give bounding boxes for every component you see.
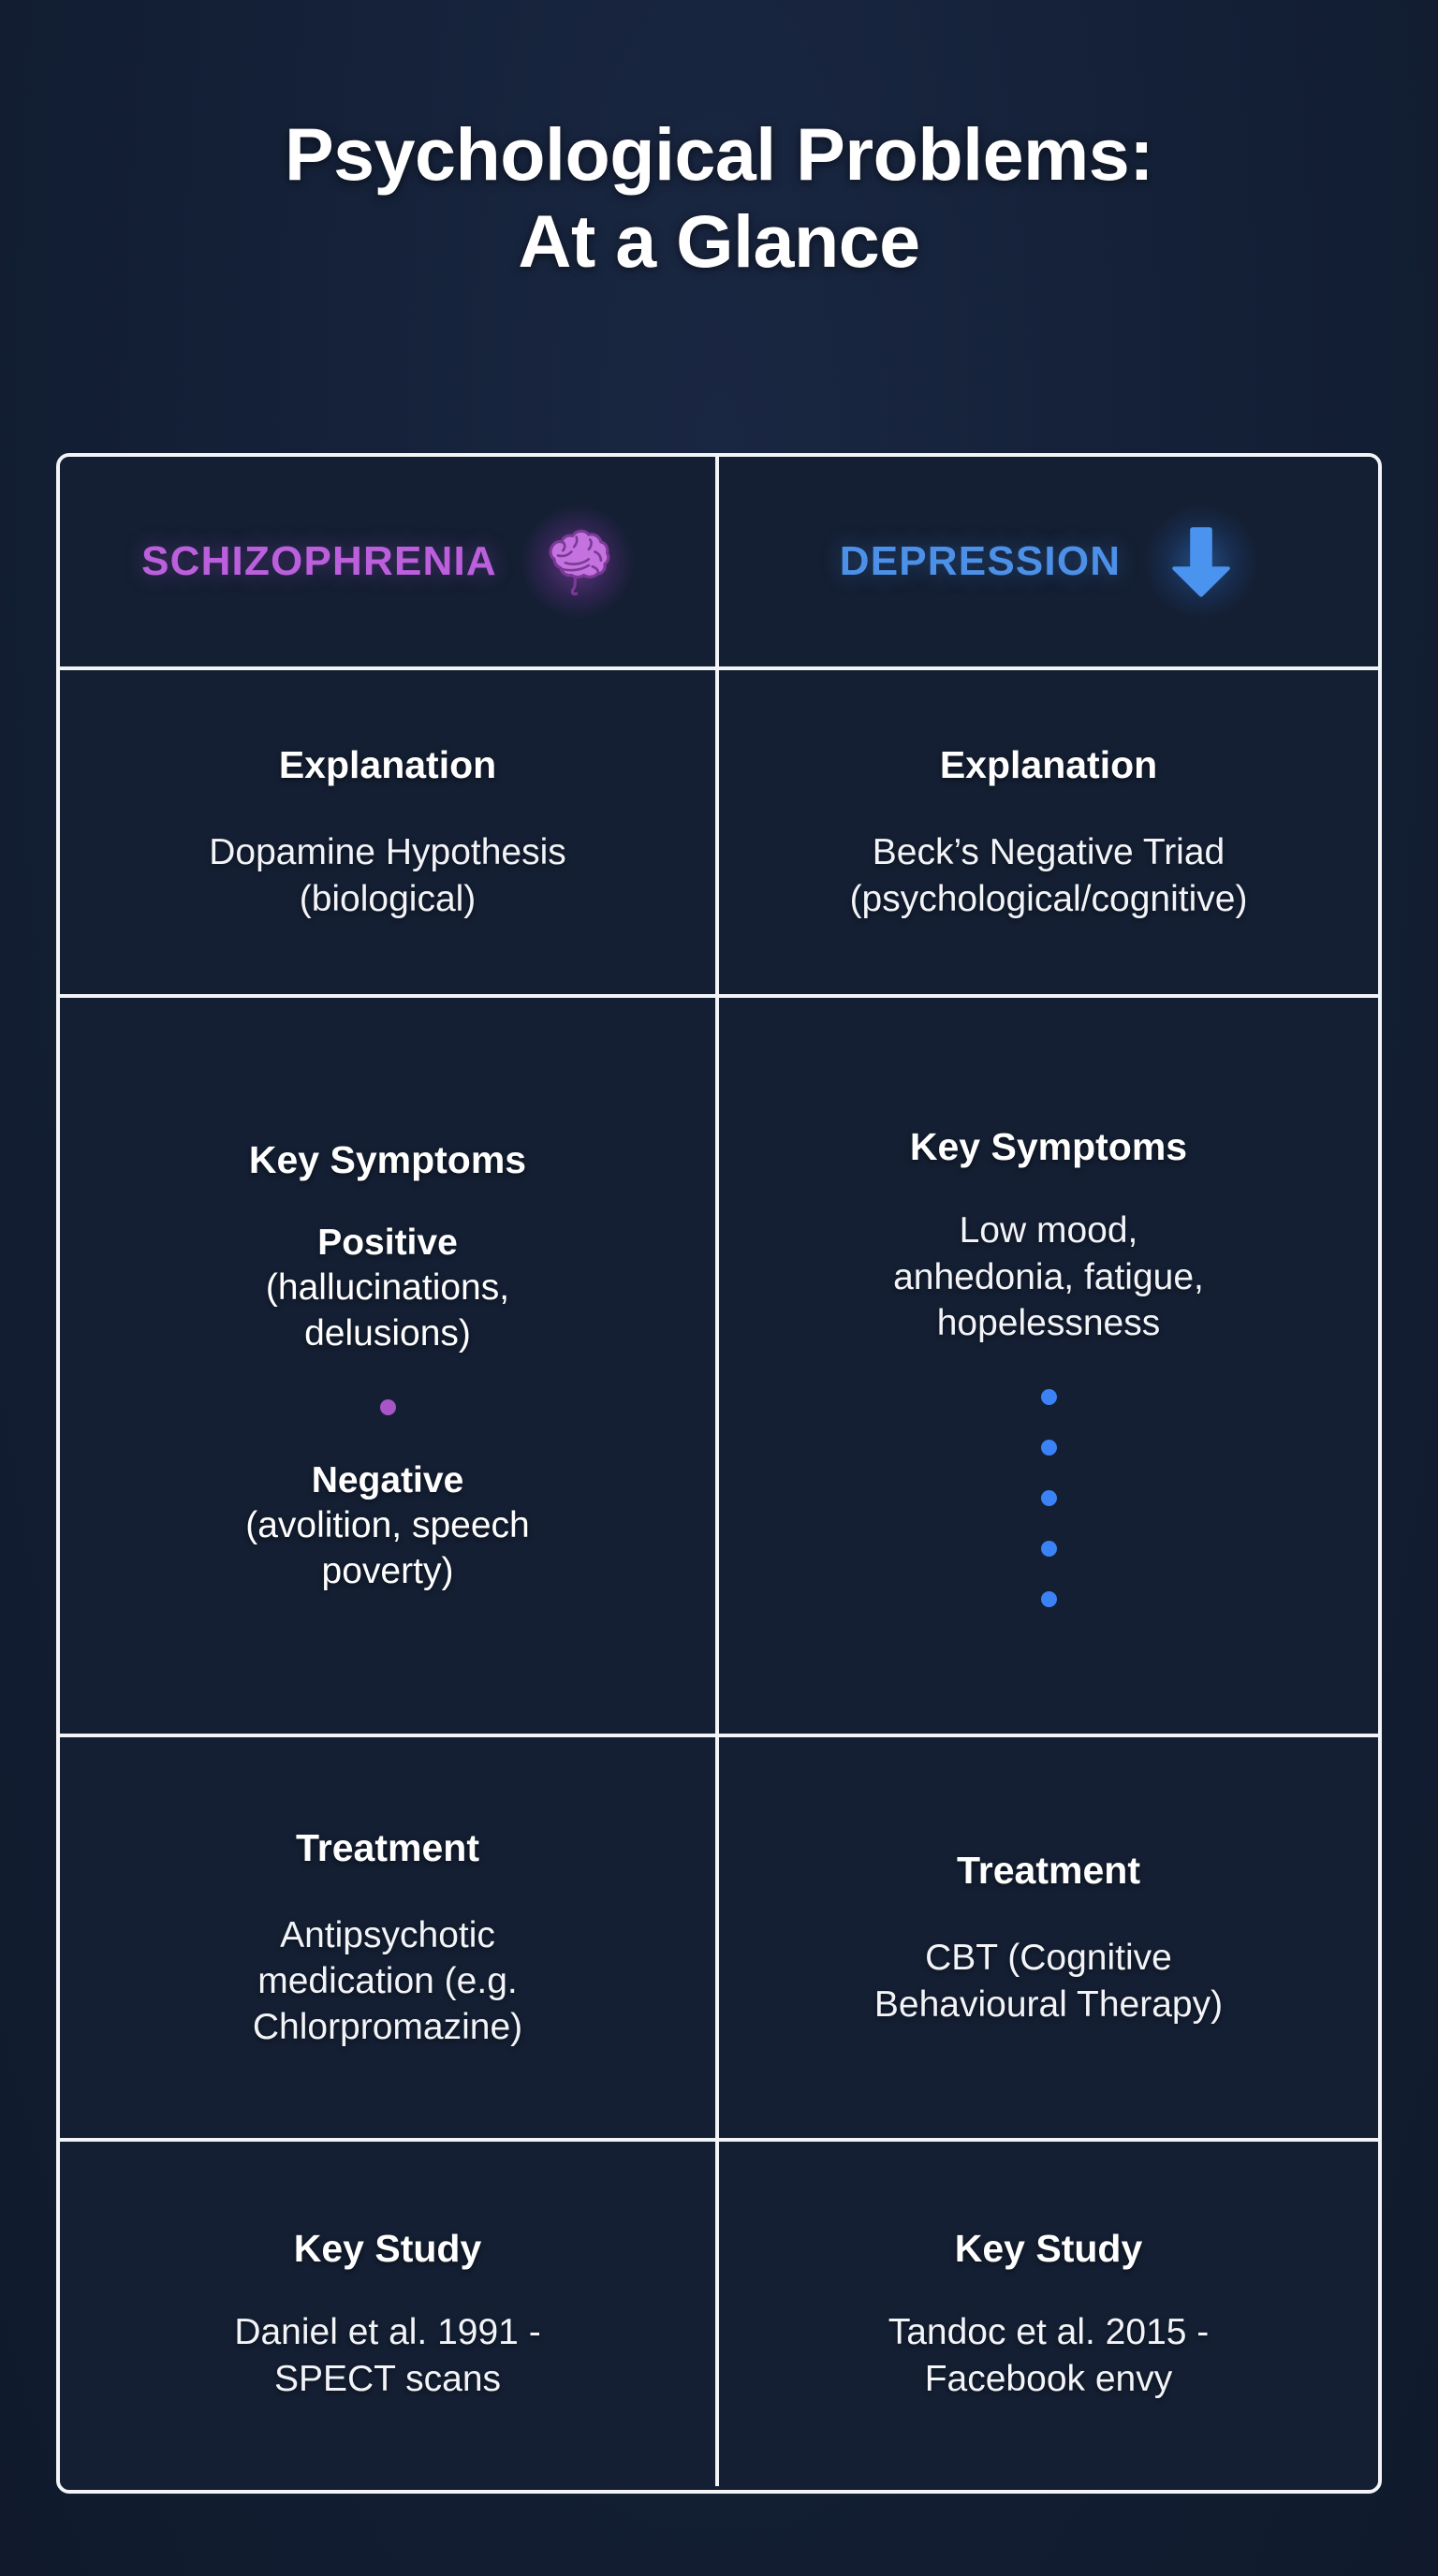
key-study-line-1: Daniel et al. 1991 - — [234, 2312, 541, 2353]
symptom-group-positive: Positive (hallucinations, delusions) — [266, 1221, 509, 1356]
treatment-line-1: CBT (Cognitive — [925, 1938, 1172, 1979]
cell-key-study-depression: Key Study Tandoc et al. 2015 - Facebook … — [719, 2142, 1378, 2486]
key-study-line-1: Tandoc et al. 2015 - — [888, 2312, 1210, 2353]
symptom-positive-detail-line-2: delusions) — [304, 1312, 471, 1354]
bullet-dot-list — [1040, 1388, 1057, 1607]
separator-dot — [379, 1399, 396, 1416]
cell-key-study-schizophrenia: Key Study Daniel et al. 1991 - SPECT sca… — [60, 2142, 719, 2486]
brain-icon — [521, 505, 634, 618]
column-title-depression: DEPRESSION — [839, 538, 1122, 584]
cell-heading: Explanation — [278, 743, 497, 787]
bullet-dot — [1040, 1590, 1057, 1607]
bullet-dot — [1040, 1489, 1057, 1506]
cell-heading: Explanation — [939, 743, 1158, 787]
down-arrow-icon — [1145, 505, 1258, 618]
cell-heading: Key Symptoms — [909, 1125, 1188, 1169]
header-cell-depression: DEPRESSION — [719, 457, 1378, 666]
page-title: Psychological Problems: At a Glance — [0, 110, 1438, 285]
symptom-group-negative: Negative (avolition, speech poverty) — [245, 1458, 530, 1594]
cell-treatment-depression: Treatment CBT (Cognitive Behavioural The… — [719, 1737, 1378, 2138]
symptom-list-depression: Low mood, anhedonia, fatigue, hopelessne… — [893, 1208, 1204, 1345]
explanation-line-2: (biological) — [299, 878, 477, 919]
comparison-table: SCHIZOPHRENIA — [56, 453, 1382, 2494]
table-row-explanation: Explanation Dopamine Hypothesis (biologi… — [60, 670, 1378, 998]
bullet-dot — [1040, 1388, 1057, 1405]
symptom-line-3: hopelessness — [936, 1302, 1161, 1343]
table-header-row: SCHIZOPHRENIA — [60, 457, 1378, 670]
symptom-positive-detail-line-1: (hallucinations, — [265, 1267, 510, 1309]
cell-key-symptoms-depression: Key Symptoms Low mood, anhedonia, fatigu… — [719, 998, 1378, 1734]
cell-heading: Treatment — [957, 1849, 1140, 1893]
column-title-schizophrenia: SCHIZOPHRENIA — [141, 538, 497, 584]
cell-explanation-schizophrenia: Explanation Dopamine Hypothesis (biologi… — [60, 670, 719, 994]
cell-treatment-schizophrenia: Treatment Antipsychotic medication (e.g.… — [60, 1737, 719, 2138]
cell-body: Tandoc et al. 2015 - Facebook envy — [888, 2309, 1210, 2401]
page-title-line-2: At a Glance — [518, 199, 920, 284]
treatment-line-1: Antipsychotic — [280, 1914, 495, 1955]
cell-heading: Key Study — [293, 2227, 482, 2271]
symptom-line-2: anhedonia, fatigue, — [893, 1256, 1204, 1297]
explanation-line-1: Beck’s Negative Triad — [872, 832, 1225, 873]
treatment-line-2: Behavioural Therapy) — [873, 1983, 1224, 2025]
treatment-line-3: Chlorpromazine) — [252, 2007, 523, 2048]
symptom-line-1: Low mood, — [959, 1210, 1138, 1251]
cell-key-symptoms-schizophrenia: Key Symptoms Positive (hallucinations, d… — [60, 998, 719, 1734]
header-cell-schizophrenia: SCHIZOPHRENIA — [60, 457, 719, 666]
cell-body: Antipsychotic medication (e.g. Chlorprom… — [253, 1912, 522, 2050]
table-row-key-symptoms: Key Symptoms Positive (hallucinations, d… — [60, 998, 1378, 1737]
key-study-line-2: Facebook envy — [924, 2358, 1173, 2399]
cell-heading: Treatment — [296, 1825, 479, 1869]
explanation-line-2: (psychological/cognitive) — [849, 878, 1248, 919]
page-title-line-1: Psychological Problems: — [284, 112, 1154, 196]
cell-heading: Key Symptoms — [248, 1137, 527, 1181]
key-study-line-2: SPECT scans — [273, 2358, 502, 2399]
separator-dot-list — [379, 1399, 396, 1416]
cell-explanation-depression: Explanation Beck’s Negative Triad (psych… — [719, 670, 1378, 994]
table-row-treatment: Treatment Antipsychotic medication (e.g.… — [60, 1737, 1378, 2142]
cell-body: Dopamine Hypothesis (biological) — [209, 829, 566, 921]
cell-heading: Key Study — [954, 2227, 1143, 2271]
cell-body: Daniel et al. 1991 - SPECT scans — [234, 2309, 540, 2401]
symptom-negative-detail-line-2: poverty) — [321, 1550, 454, 1591]
explanation-line-1: Dopamine Hypothesis — [209, 832, 566, 873]
bullet-dot — [1040, 1540, 1057, 1557]
cell-body: Beck’s Negative Triad (psychological/cog… — [850, 829, 1248, 921]
symptom-negative-label: Negative — [311, 1460, 464, 1501]
treatment-line-2: medication (e.g. — [257, 1961, 518, 2002]
bullet-dot — [1040, 1439, 1057, 1456]
symptom-positive-label: Positive — [317, 1222, 458, 1264]
symptom-negative-detail-line-1: (avolition, speech — [245, 1505, 530, 1546]
table-row-key-study: Key Study Daniel et al. 1991 - SPECT sca… — [60, 2142, 1378, 2486]
cell-body: CBT (Cognitive Behavioural Therapy) — [874, 1935, 1223, 2027]
